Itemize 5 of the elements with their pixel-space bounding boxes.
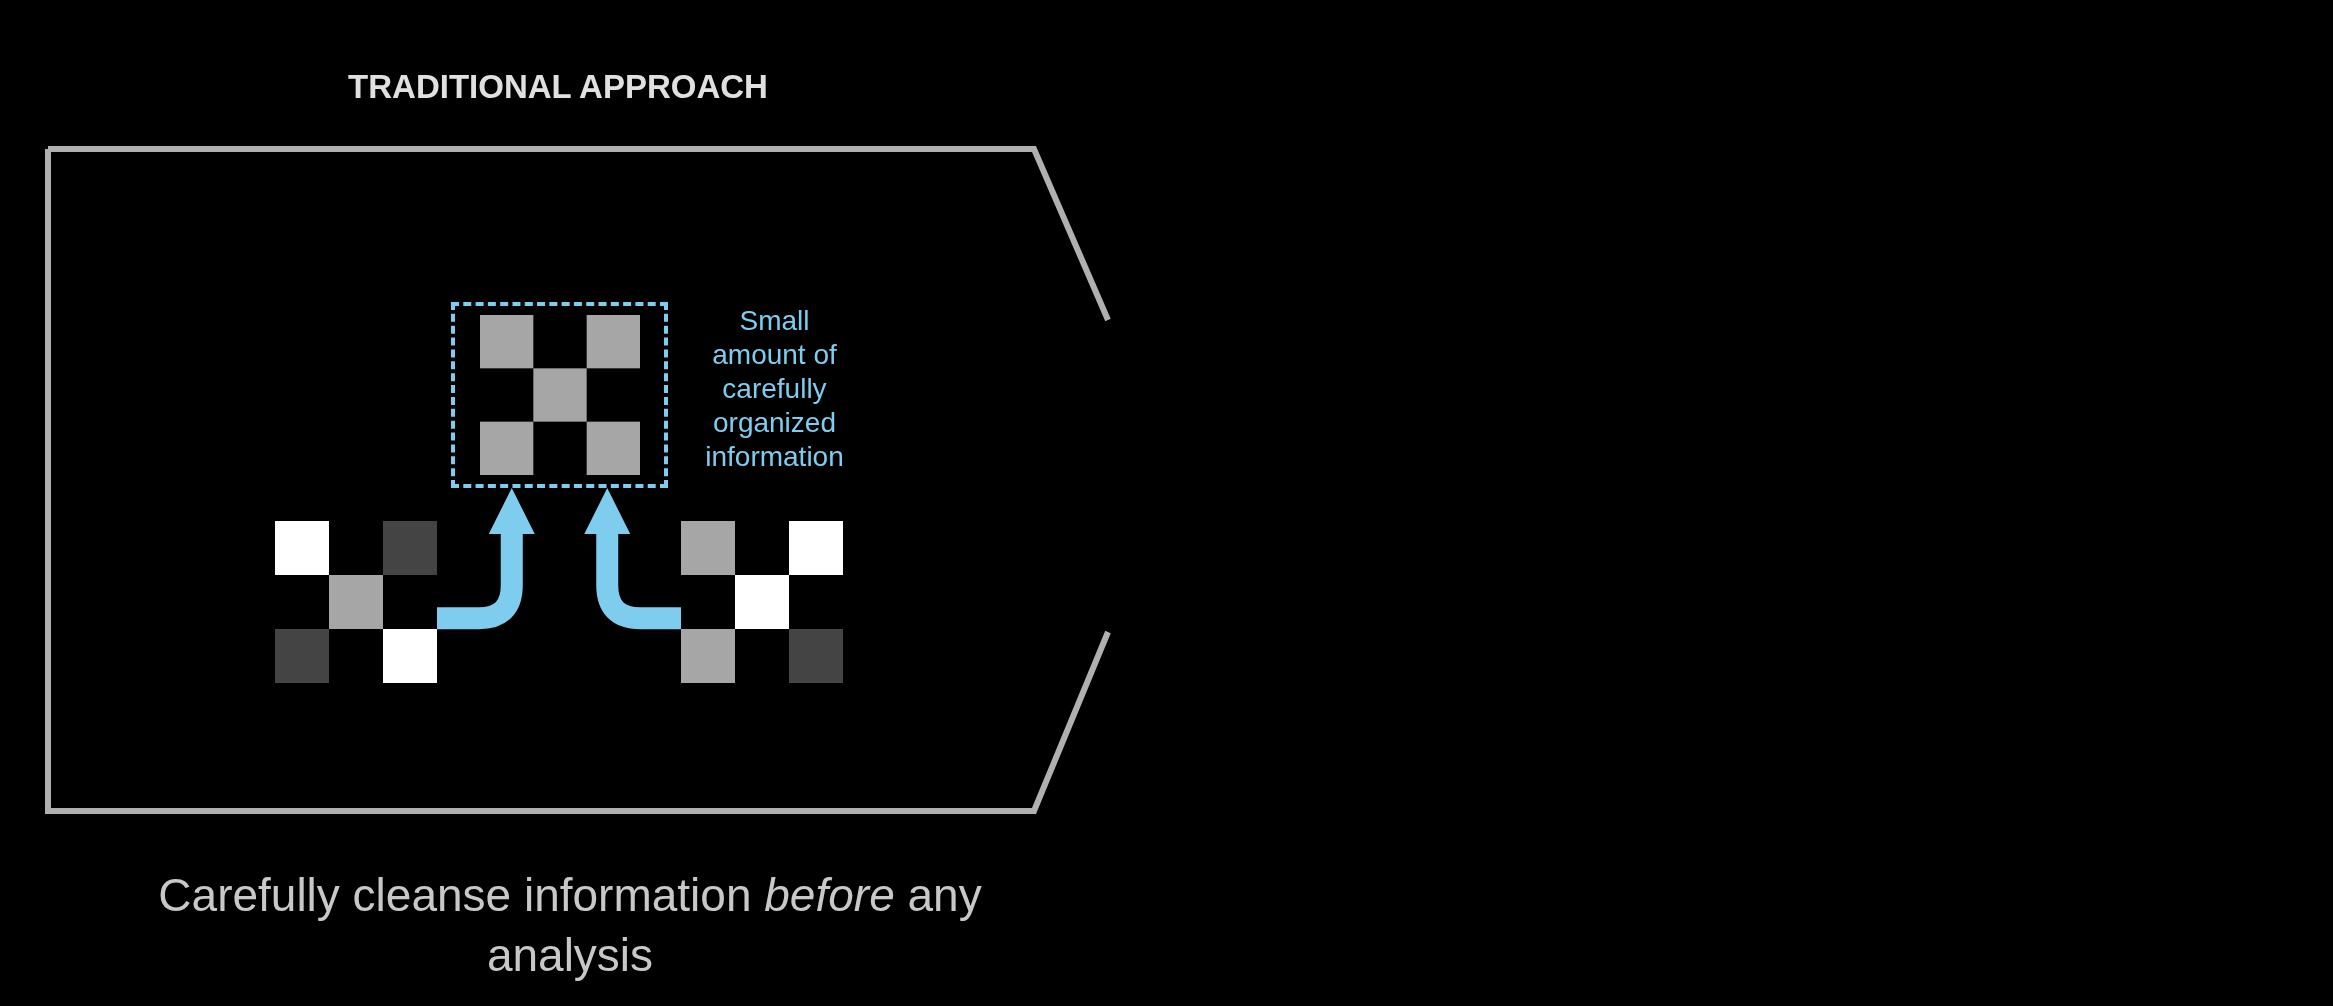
caption: Carefully cleanse information before any analysis bbox=[157, 868, 983, 983]
side-note: Small amount of carefully organized information bbox=[704, 304, 845, 474]
frame-heading: TRADITIONAL APPROACH bbox=[347, 68, 769, 106]
pixel-grid-drawing bbox=[275, 521, 437, 683]
pixel-grid-drawing bbox=[681, 521, 843, 683]
